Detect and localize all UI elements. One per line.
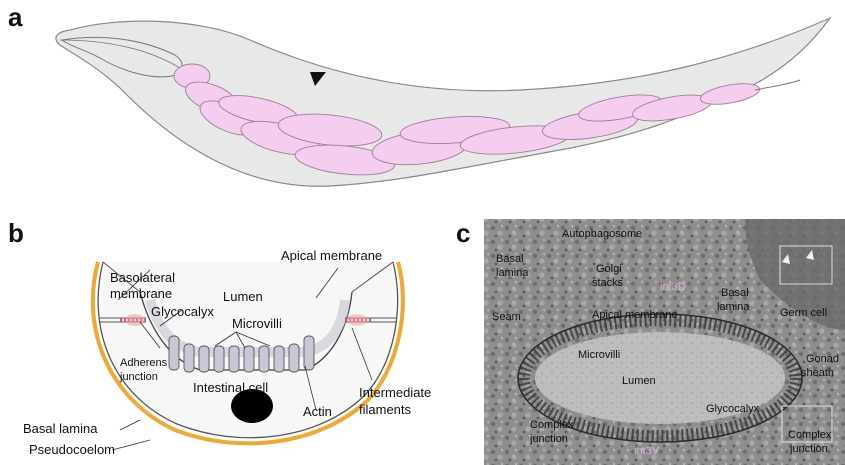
label-glycocalyx: Glycocalyx: [151, 304, 214, 319]
rectum: [755, 80, 800, 90]
microvillus: [199, 346, 209, 372]
em-label-microvilli: Microvilli: [578, 349, 620, 361]
label-basal-lamina: Basal lamina: [23, 421, 98, 436]
em-label-autophagosome: Autophagosome: [562, 228, 642, 240]
label-pseudocoelom: Pseudocoelom: [29, 442, 115, 457]
worm-diagram: [56, 18, 830, 186]
microvillus: [289, 344, 299, 372]
label-basolateral-membrane: Basolateral membrane: [110, 270, 179, 301]
em-label-int-top: int3D: [660, 281, 686, 293]
label-actin: Actin: [303, 404, 332, 419]
cross-section-diagram: Basolateral membrane Apical membrane Lum…: [23, 248, 435, 457]
electron-micrograph: Autophagosome Basal lamina Golgi stacks …: [484, 219, 845, 465]
microvillus: [304, 336, 314, 370]
microvillus: [214, 346, 224, 372]
em-label-lumen: Lumen: [622, 375, 656, 387]
label-microvilli: Microvilli: [232, 316, 282, 331]
em-label-germ-cell: Germ cell: [780, 307, 827, 319]
em-label-int-bottom: int3V: [634, 445, 660, 457]
em-label-glycocalyx: Glycocalyx: [706, 403, 760, 415]
microvillus: [229, 346, 239, 372]
microvillus: [244, 346, 254, 372]
microvillus: [259, 346, 269, 372]
microvillus: [274, 346, 284, 372]
label-lumen: Lumen: [223, 289, 263, 304]
microvillus: [169, 336, 179, 370]
label-apical-membrane: Apical membrane: [281, 248, 382, 263]
em-label-seam: Seam: [492, 311, 521, 323]
em-label-apical-membrane: Apical membrane: [592, 309, 678, 321]
label-intestinal-cell: Intestinal cell: [193, 380, 268, 395]
microvillus: [184, 344, 194, 372]
label-intermediate-filaments: Intermediate filaments: [359, 385, 435, 417]
